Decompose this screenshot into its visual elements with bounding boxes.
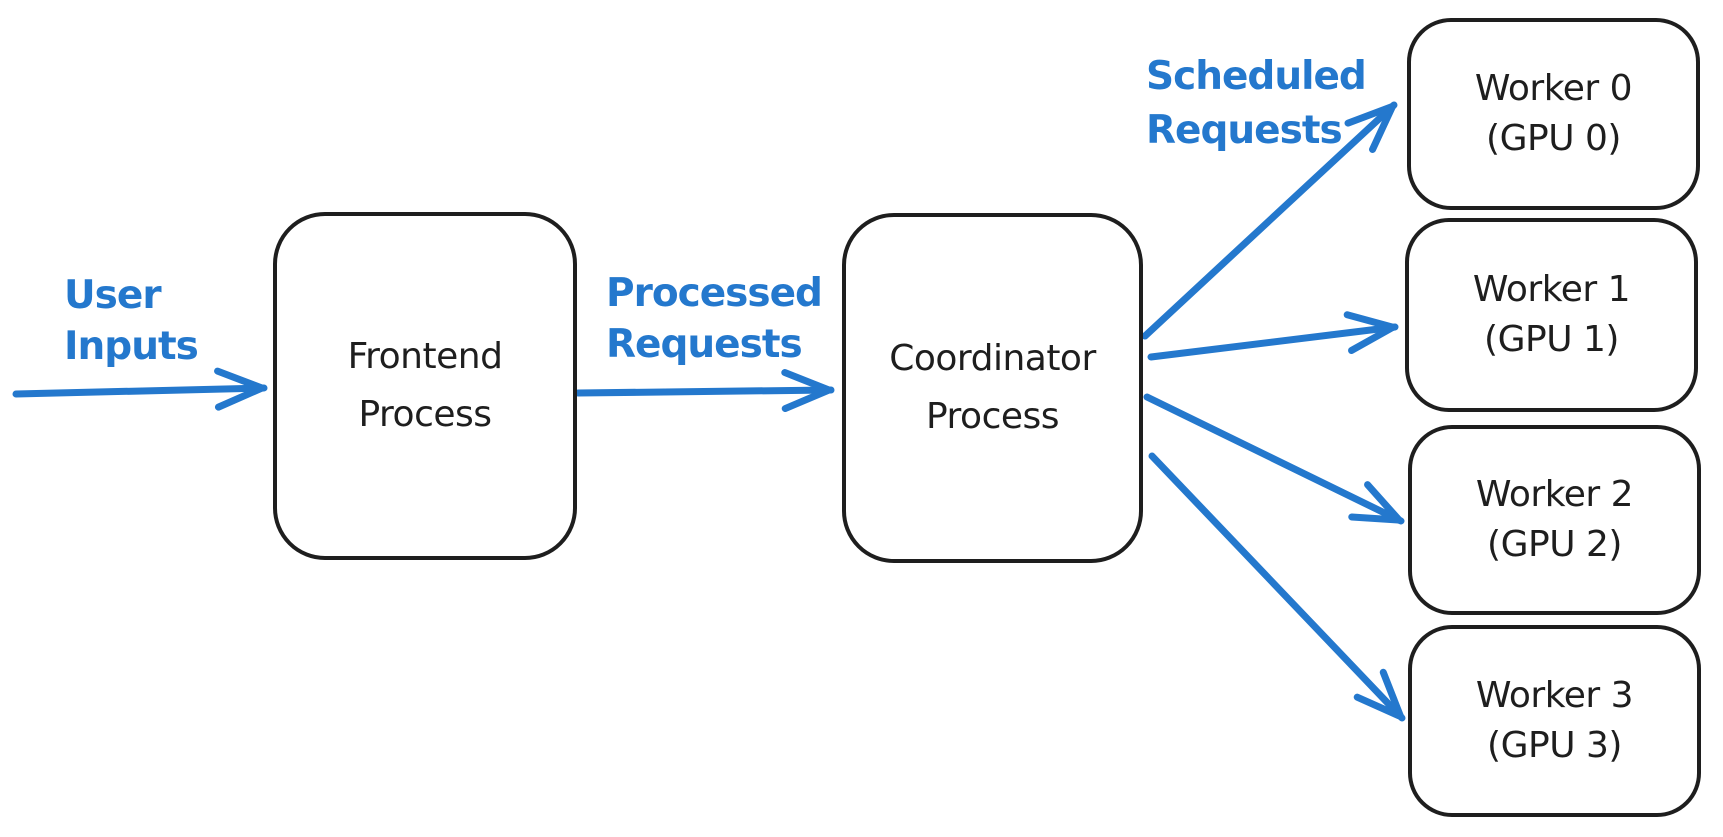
arrow-coordinator-to-worker-0 (1141, 101, 1398, 340)
node-worker-1: Worker 1 (GPU 1) (1405, 218, 1698, 412)
worker-3-label-line1: Worker 3 (1475, 675, 1634, 717)
worker-2-label-line2: (GPU 2) (1487, 524, 1622, 565)
scheduled-requests-label: Scheduled Requests (1146, 50, 1367, 158)
user-inputs-label: User Inputs (64, 270, 199, 372)
user-inputs-label-line2: Inputs (64, 324, 199, 369)
frontend-process-label-line1: Frontend (347, 336, 503, 378)
node-worker-2: Worker 2 (GPU 2) (1408, 425, 1701, 615)
processed-requests-label-line1: Processed (606, 271, 823, 316)
node-coordinator-process: Coordinator Process (842, 213, 1143, 563)
arrow-coordinator-to-worker-2 (1143, 393, 1405, 525)
worker-1-label-line2: (GPU 1) (1484, 319, 1619, 360)
worker-3-label-line2: (GPU 3) (1487, 725, 1622, 766)
node-worker-0: Worker 0 (GPU 0) (1407, 18, 1700, 210)
arrow-user-inputs (12, 367, 268, 411)
arrow-processed-requests (574, 369, 835, 413)
processed-requests-label-line2: Requests (606, 322, 803, 367)
node-worker-3: Worker 3 (GPU 3) (1408, 625, 1701, 817)
arrow-coordinator-to-worker-3 (1148, 452, 1406, 722)
scheduled-requests-label-line2: Requests (1146, 108, 1343, 153)
node-frontend-process: Frontend Process (273, 212, 577, 560)
worker-0-label-line2: (GPU 0) (1486, 118, 1621, 159)
arrow-coordinator-to-worker-1 (1147, 311, 1399, 361)
frontend-process-label-line2: Process (358, 394, 492, 435)
scheduled-requests-label-line1: Scheduled (1146, 54, 1367, 99)
user-inputs-label-line1: User (64, 273, 162, 318)
coordinator-process-label-line1: Coordinator (889, 338, 1096, 380)
processed-requests-label: Processed Requests (606, 268, 823, 370)
coordinator-process-label-line2: Process (925, 396, 1060, 437)
worker-1-label-line1: Worker 1 (1472, 269, 1631, 311)
worker-2-label-line1: Worker 2 (1475, 474, 1634, 516)
worker-0-label-line1: Worker 0 (1474, 68, 1633, 110)
